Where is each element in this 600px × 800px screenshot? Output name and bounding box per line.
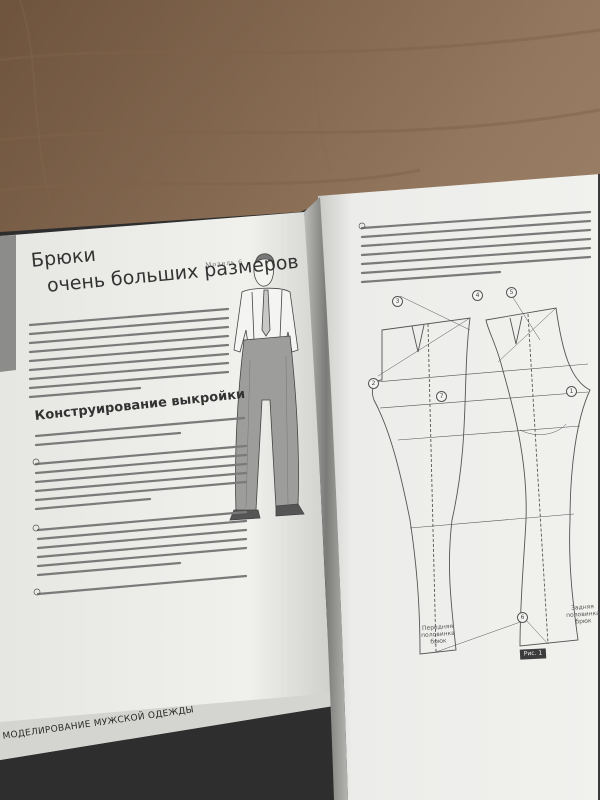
back-half-outline [485,307,591,647]
trouser-crease [245,355,289,509]
step-marker-right [358,222,366,230]
step-markers-left [32,458,41,596]
suspenders [251,289,283,341]
hair [255,253,275,263]
construction-text [34,416,248,596]
wood-grain [19,0,331,201]
shoes [229,503,305,521]
right-page-text [360,210,592,284]
trouser-pattern [371,295,591,655]
construction-lines [377,295,567,653]
wood-grain [0,28,600,192]
reference-lines [375,363,589,529]
book-gutter [304,197,348,800]
right-page [318,174,600,800]
tie [261,289,271,337]
footer-band [0,693,334,760]
waist-dart [411,315,523,353]
intro-paragraph [28,307,230,399]
page-edge-tab [0,235,16,372]
trousers [235,335,299,513]
front-half-outline [371,317,471,655]
man-illustration [229,253,305,521]
